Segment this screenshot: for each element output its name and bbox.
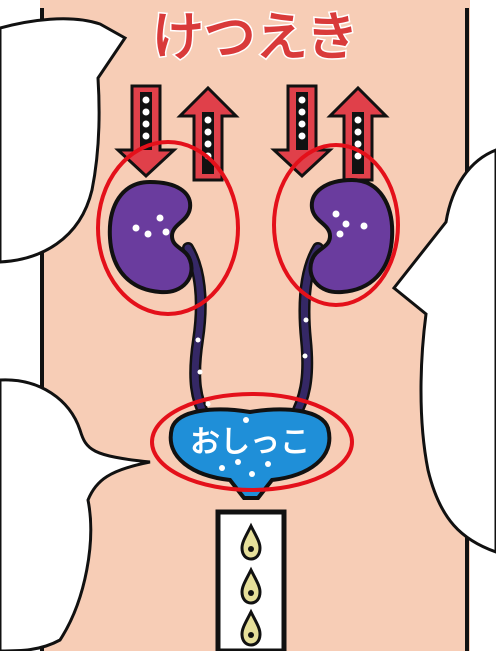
diagram-title: けつえき (152, 8, 358, 68)
bladder-label: おしっこ (190, 425, 310, 460)
urine-drops (242, 526, 260, 645)
